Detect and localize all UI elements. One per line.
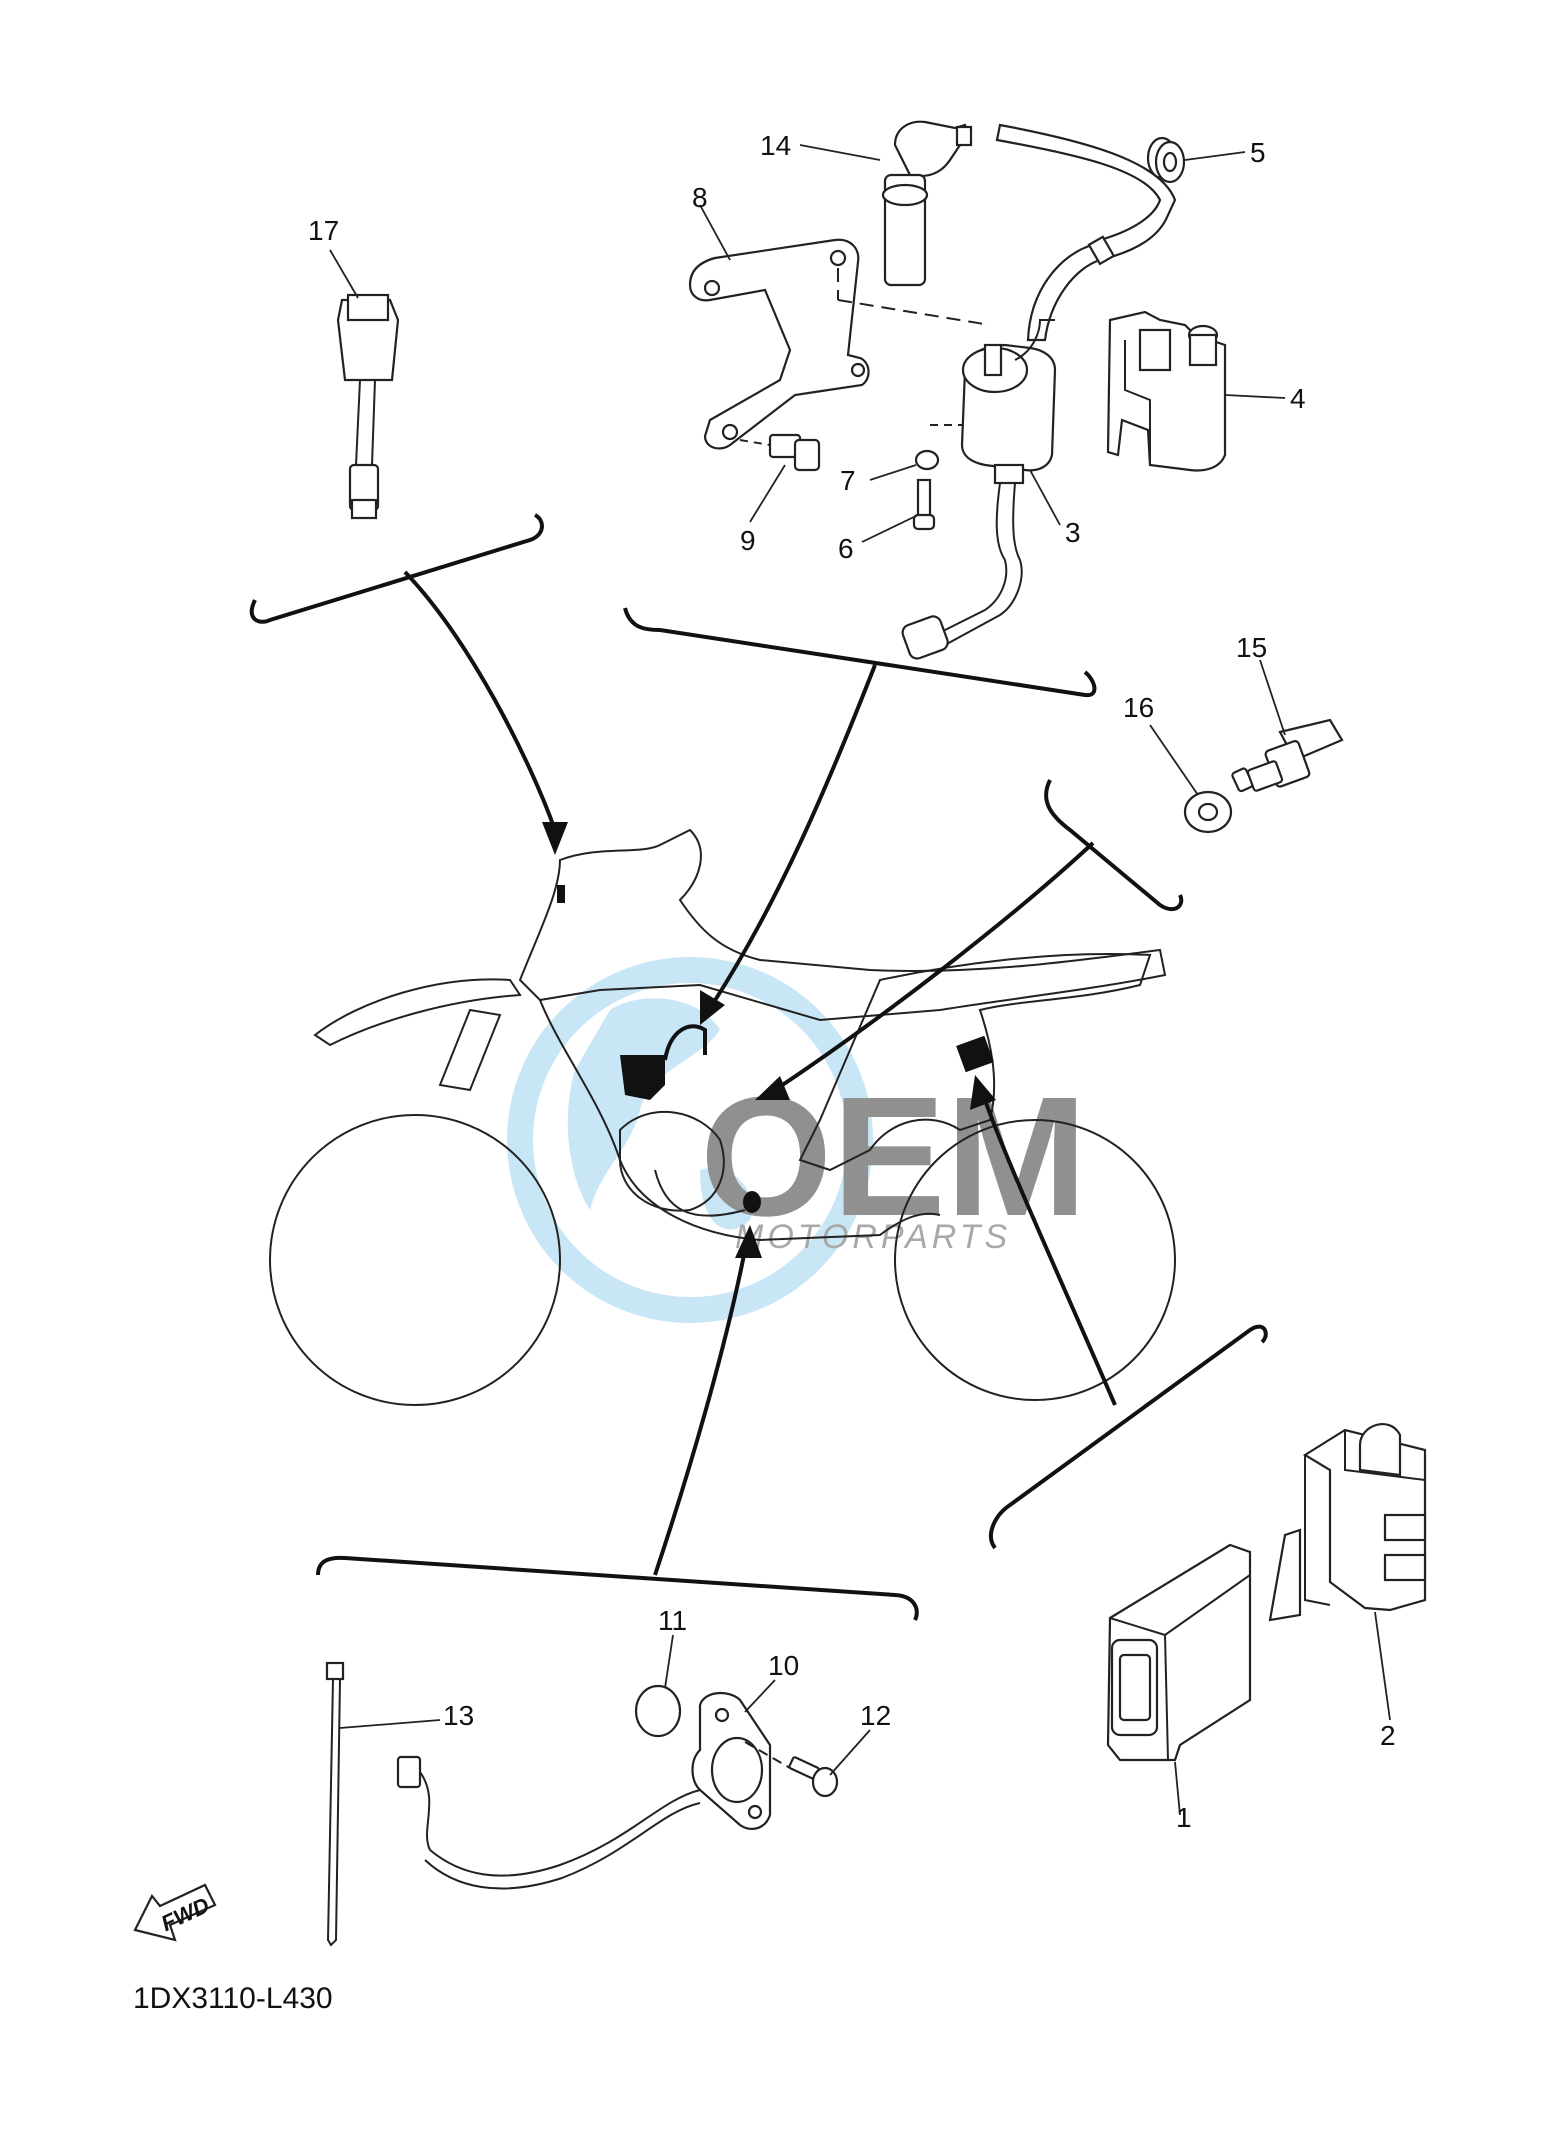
callout-15: 15 xyxy=(1236,632,1267,663)
bracket-top-center xyxy=(623,607,1097,698)
watermark-subtitle: MOTORPARTS xyxy=(735,1218,1011,1256)
bracket-top-left xyxy=(249,513,544,624)
callout-10: 10 xyxy=(768,1650,799,1681)
callout-5: 5 xyxy=(1250,137,1266,168)
arrow-to-pickup xyxy=(653,1249,747,1576)
callout-16: 16 xyxy=(1123,692,1154,723)
part-8-bracket xyxy=(688,238,991,450)
callout-12: 12 xyxy=(860,1700,891,1731)
arrow-head-tank-switch xyxy=(542,822,568,855)
part-5-grommet xyxy=(1146,136,1186,184)
callout-2: 2 xyxy=(1380,1720,1396,1751)
arrow-head-pickup xyxy=(735,1225,762,1258)
highlight-ignition-coil xyxy=(620,1055,665,1100)
highlight-cdi xyxy=(956,1035,994,1073)
bike-highlights xyxy=(557,885,994,1217)
bracket-right-middle xyxy=(1044,779,1184,912)
diagram-code: 1DX3110-L430 xyxy=(133,1982,333,2015)
part-4-coil-cover xyxy=(1106,310,1227,472)
arrow-to-cdi xyxy=(983,1099,1117,1406)
callout-1: 1 xyxy=(1176,1802,1192,1833)
callout-9: 9 xyxy=(740,525,756,556)
arrow-head-cdi xyxy=(970,1075,996,1110)
front-fork xyxy=(438,1008,502,1092)
arrow-to-temp-sensor xyxy=(773,841,1095,1092)
watermark-globe xyxy=(507,957,873,1323)
motorcycle-silhouette xyxy=(269,828,1176,1406)
watermark-globe-land xyxy=(567,998,752,1230)
part-1-cdi-unit xyxy=(1106,1543,1252,1762)
callout-labels: 1 2 3 4 5 6 7 8 9 10 11 12 13 14 15 16 1… xyxy=(308,130,1396,1833)
fwd-arrow-icon: FWD xyxy=(133,1883,217,1942)
group-brackets xyxy=(249,513,1268,1621)
callout-3: 3 xyxy=(1065,517,1081,548)
callout-13: 13 xyxy=(443,1700,474,1731)
part-7-washer xyxy=(914,449,940,471)
wire-ring xyxy=(1087,235,1116,266)
part-2-cdi-bracket xyxy=(1268,1423,1427,1622)
high-tension-wire xyxy=(995,123,1177,342)
callout-17: 17 xyxy=(308,215,339,246)
part-15-sensor xyxy=(1231,718,1344,793)
part-11-o-ring xyxy=(634,1684,682,1738)
arrow-to-tank-switch xyxy=(403,570,557,831)
callout-8: 8 xyxy=(692,182,708,213)
frame-lower xyxy=(539,999,941,1242)
front-fender xyxy=(313,978,522,1047)
highlight-ignition-wire xyxy=(663,1024,707,1061)
part-10-pickup-coil xyxy=(396,1692,772,1890)
leader-lines xyxy=(329,144,1391,1816)
callout-6: 6 xyxy=(838,533,854,564)
callout-7: 7 xyxy=(840,465,856,496)
bracket-bottom-right xyxy=(989,1324,1268,1550)
callout-11: 11 xyxy=(658,1605,687,1636)
highlight-switch xyxy=(557,885,565,903)
seat-tail xyxy=(798,953,1152,1172)
highlight-pickup xyxy=(743,1191,761,1213)
part-13-cable-tie xyxy=(325,1661,345,1947)
arrow-head-ignition xyxy=(700,990,725,1025)
front-wheel xyxy=(269,1114,561,1406)
part-17-switch xyxy=(336,293,400,520)
callout-14: 14 xyxy=(760,130,791,161)
arrow-head-temp-sensor xyxy=(755,1076,790,1100)
bracket-bottom-left xyxy=(316,1555,919,1621)
part-9-bolt xyxy=(739,433,821,472)
part-14-plug-cap xyxy=(881,120,973,287)
part-6-screw xyxy=(912,478,936,531)
callout-4: 4 xyxy=(1290,383,1306,414)
part-3-ignition-coil xyxy=(901,319,1057,660)
tank-shroud xyxy=(518,828,1167,1022)
highlight-pickup-lead xyxy=(654,1169,746,1217)
part-16-gasket xyxy=(1183,790,1233,834)
engine-outline xyxy=(619,1110,725,1212)
rear-wheel xyxy=(894,1119,1176,1401)
arrow-to-ignition xyxy=(710,664,877,1007)
